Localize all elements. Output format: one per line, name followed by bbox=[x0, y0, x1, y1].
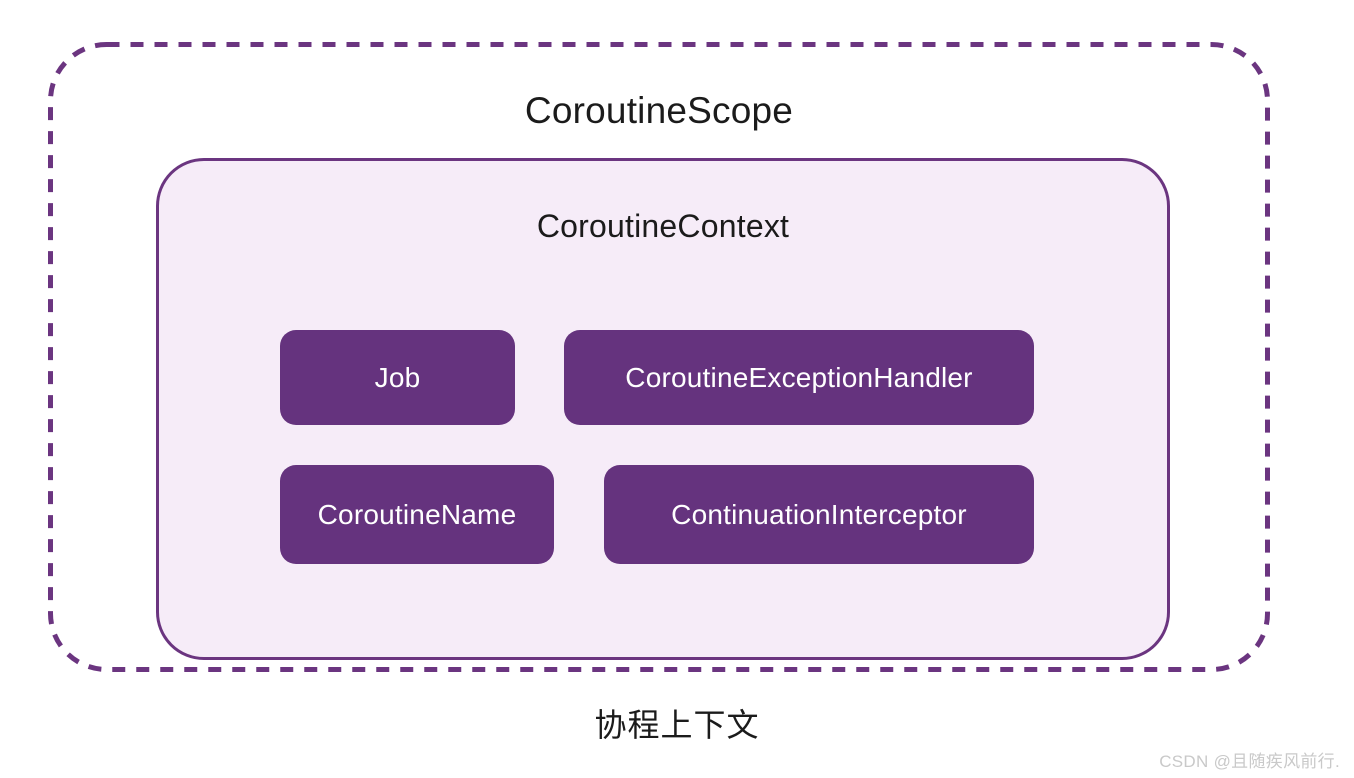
coroutine-scope-title: CoroutineScope bbox=[524, 90, 794, 131]
element-continuation-interceptor[interactable]: ContinuationInterceptor bbox=[604, 465, 1034, 564]
coroutine-context-title: CoroutineContext bbox=[536, 208, 790, 244]
element-job[interactable]: Job bbox=[280, 330, 515, 425]
element-coroutine-name[interactable]: CoroutineName bbox=[280, 465, 554, 564]
coroutine-context-container: CoroutineContext Job CoroutineExceptionH… bbox=[156, 158, 1170, 660]
diagram-caption: 协程上下文 bbox=[594, 707, 760, 743]
element-coroutine-exception-handler[interactable]: CoroutineExceptionHandler bbox=[564, 330, 1034, 425]
watermark-label: CSDN @且随疾风前行. bbox=[1159, 752, 1340, 771]
